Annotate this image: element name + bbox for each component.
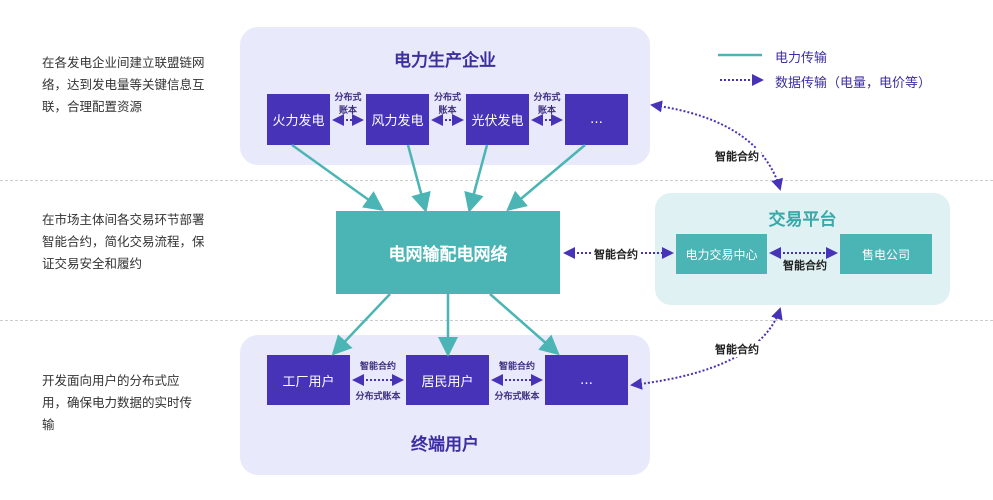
ledger-label: 分布式账本 [533,93,561,116]
power-arrow [406,144,431,213]
solar-power-box: 光伏发电 [466,94,529,145]
trade-title: 交易平台 [768,210,837,230]
resident-user-box: 居民用户 [406,355,489,405]
ledger-label: 分布式账本 [355,392,401,402]
ledger-label: 分布式账本 [334,93,362,116]
legend-power: 电力传输 [775,51,828,66]
power-arrow [489,293,560,356]
divider [0,320,993,321]
contract-label: 智能合约 [359,362,396,372]
more-producers-box: … [565,94,628,145]
contract-label: 智能合约 [713,148,761,164]
grid-box: 电网输配电网络 [336,211,560,294]
seller-box: 售电公司 [840,234,932,274]
power-arrow [291,143,385,211]
ledger-label: 分布式账本 [433,93,461,116]
thermal-power-box: 火力发电 [267,94,330,145]
side-note-3: 开发面向用户的分布式应用，确保电力数据的实时传输 [42,373,193,432]
side-note-2: 在市场主体间各交易环节部署智能合约，简化交易流程，保证交易安全和履约 [42,212,205,271]
power-arrow [506,144,586,212]
contract-label: 智能合约 [592,246,640,262]
trade-center-box: 电力交易中心 [676,234,767,274]
factory-user-box: 工厂用户 [267,355,350,405]
power-arrow [464,144,489,213]
ledger-label: 分布式账本 [494,392,540,402]
power-arrow [331,293,391,356]
wind-power-box: 风力发电 [366,94,429,145]
contract-label: 智能合约 [713,341,761,357]
divider [0,180,993,181]
producers-title: 电力生产企业 [394,51,496,71]
more-users-box: … [545,355,628,405]
legend-data: 数据传输（电量，电价等） [775,76,932,91]
contract-label: 智能合约 [498,362,535,372]
side-note-1: 在各发电企业间建立联盟链网络，达到发电量等关键信息互联，合理配置资源 [42,55,205,114]
contract-label: 智能合约 [783,259,827,272]
users-title: 终端用户 [411,435,479,455]
